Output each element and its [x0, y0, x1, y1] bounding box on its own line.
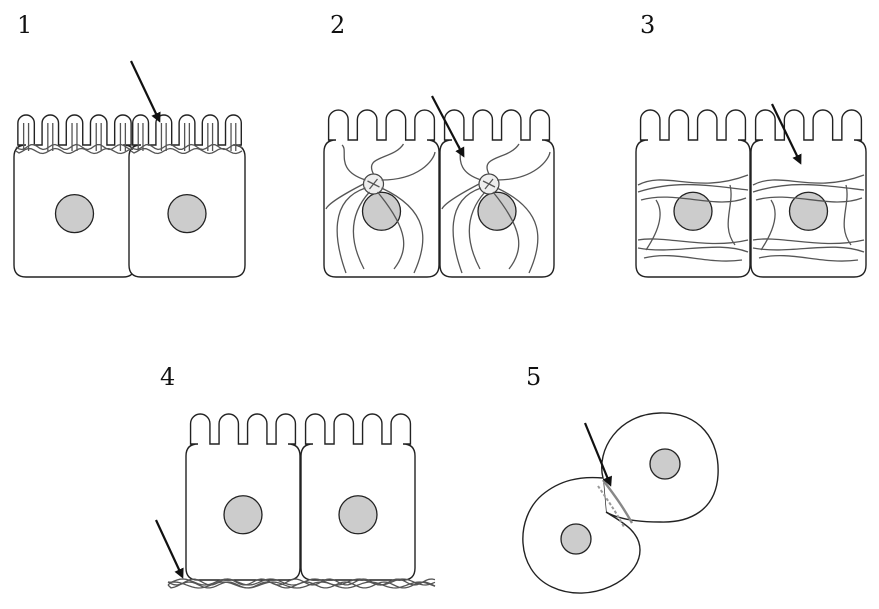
panel-3-intermediate-filament	[637, 183, 749, 193]
panel-1-cell-1-nucleus	[54, 193, 95, 234]
panel-3-intermediate-filament	[752, 183, 865, 193]
panel-5-junction-dashed	[597, 485, 625, 528]
panel-2-microtubule	[496, 151, 551, 181]
panel-4-label: 4	[160, 363, 176, 391]
panel-3-cell-2-nucleus	[788, 191, 829, 231]
panel-5-arrow	[583, 422, 612, 487]
panel-2-cell-2-nucleus	[477, 191, 517, 231]
panel-2-microtubule	[325, 183, 364, 210]
panel-1-label: 1	[17, 11, 33, 39]
panel-4-matrix-fiber	[167, 578, 436, 586]
panel-2-centriole	[367, 178, 380, 190]
panel-2-microtubule	[441, 183, 480, 210]
panel-2-microtubule	[381, 187, 424, 274]
panel-3-intermediate-filament	[752, 174, 865, 186]
panel-3-arrow	[771, 103, 802, 165]
panel-2-centriole	[482, 178, 496, 190]
panel-3-label: 3	[640, 11, 656, 39]
panel-5-label: 5	[526, 363, 542, 391]
panel-3-intermediate-filament	[843, 184, 852, 246]
panel-2-microtubule	[370, 143, 405, 175]
panel-3-intermediate-filament	[752, 246, 865, 253]
panel-4-cell-2-nucleus	[338, 495, 378, 535]
panel-3-intermediate-filament	[640, 196, 747, 203]
panel-3-intermediate-filament	[645, 199, 661, 251]
panel-4-arrow	[155, 519, 184, 579]
panel-1-terminal-web	[15, 143, 133, 151]
panel-3-intermediate-filament	[637, 246, 749, 253]
panel-2-cell-1-nucleus	[361, 191, 402, 231]
panel-2-microtubule	[496, 187, 539, 274]
panel-1-arrow	[130, 60, 161, 123]
panel-2-microtubule	[452, 187, 482, 274]
panel-5-cell-lower-nucleus	[560, 523, 592, 555]
panel-1-terminal-web	[15, 147, 134, 155]
cells-layer	[13, 109, 867, 594]
panel-4-matrix-fiber	[167, 581, 436, 589]
panel-3-intermediate-filament	[755, 196, 863, 203]
panel-3-intermediate-filament	[752, 238, 865, 245]
panel-2-microtubule	[352, 191, 370, 270]
panel-5-cell-upper-nucleus	[649, 448, 681, 480]
panel-2-microtubule	[486, 143, 520, 175]
panel-2-microtubule	[381, 151, 436, 181]
panel-2-label: 2	[330, 11, 346, 39]
panel-2-microtubule	[468, 191, 486, 270]
panel-3-intermediate-filament	[643, 255, 743, 262]
panel-2-microtubule	[336, 187, 366, 274]
panel-3-cell-1-nucleus	[673, 191, 713, 231]
panel-2-microtubule	[492, 191, 520, 270]
arrow-layer	[130, 60, 802, 579]
panel-3-intermediate-filament	[760, 199, 776, 251]
panel-1-terminal-web	[130, 147, 243, 155]
panel-2-arrow	[431, 95, 465, 158]
panel-3-intermediate-filament	[758, 255, 859, 262]
panel-2-microtubule	[376, 191, 405, 270]
panel-1-cell-2-nucleus	[167, 193, 207, 234]
panel-2-microtubule	[341, 144, 366, 181]
filament-layer	[15, 123, 865, 589]
panel-3-intermediate-filament	[637, 238, 749, 245]
panel-3-intermediate-filament	[637, 174, 749, 186]
panel-4-cell-1-nucleus	[223, 495, 263, 535]
panel-3-intermediate-filament	[727, 184, 736, 246]
